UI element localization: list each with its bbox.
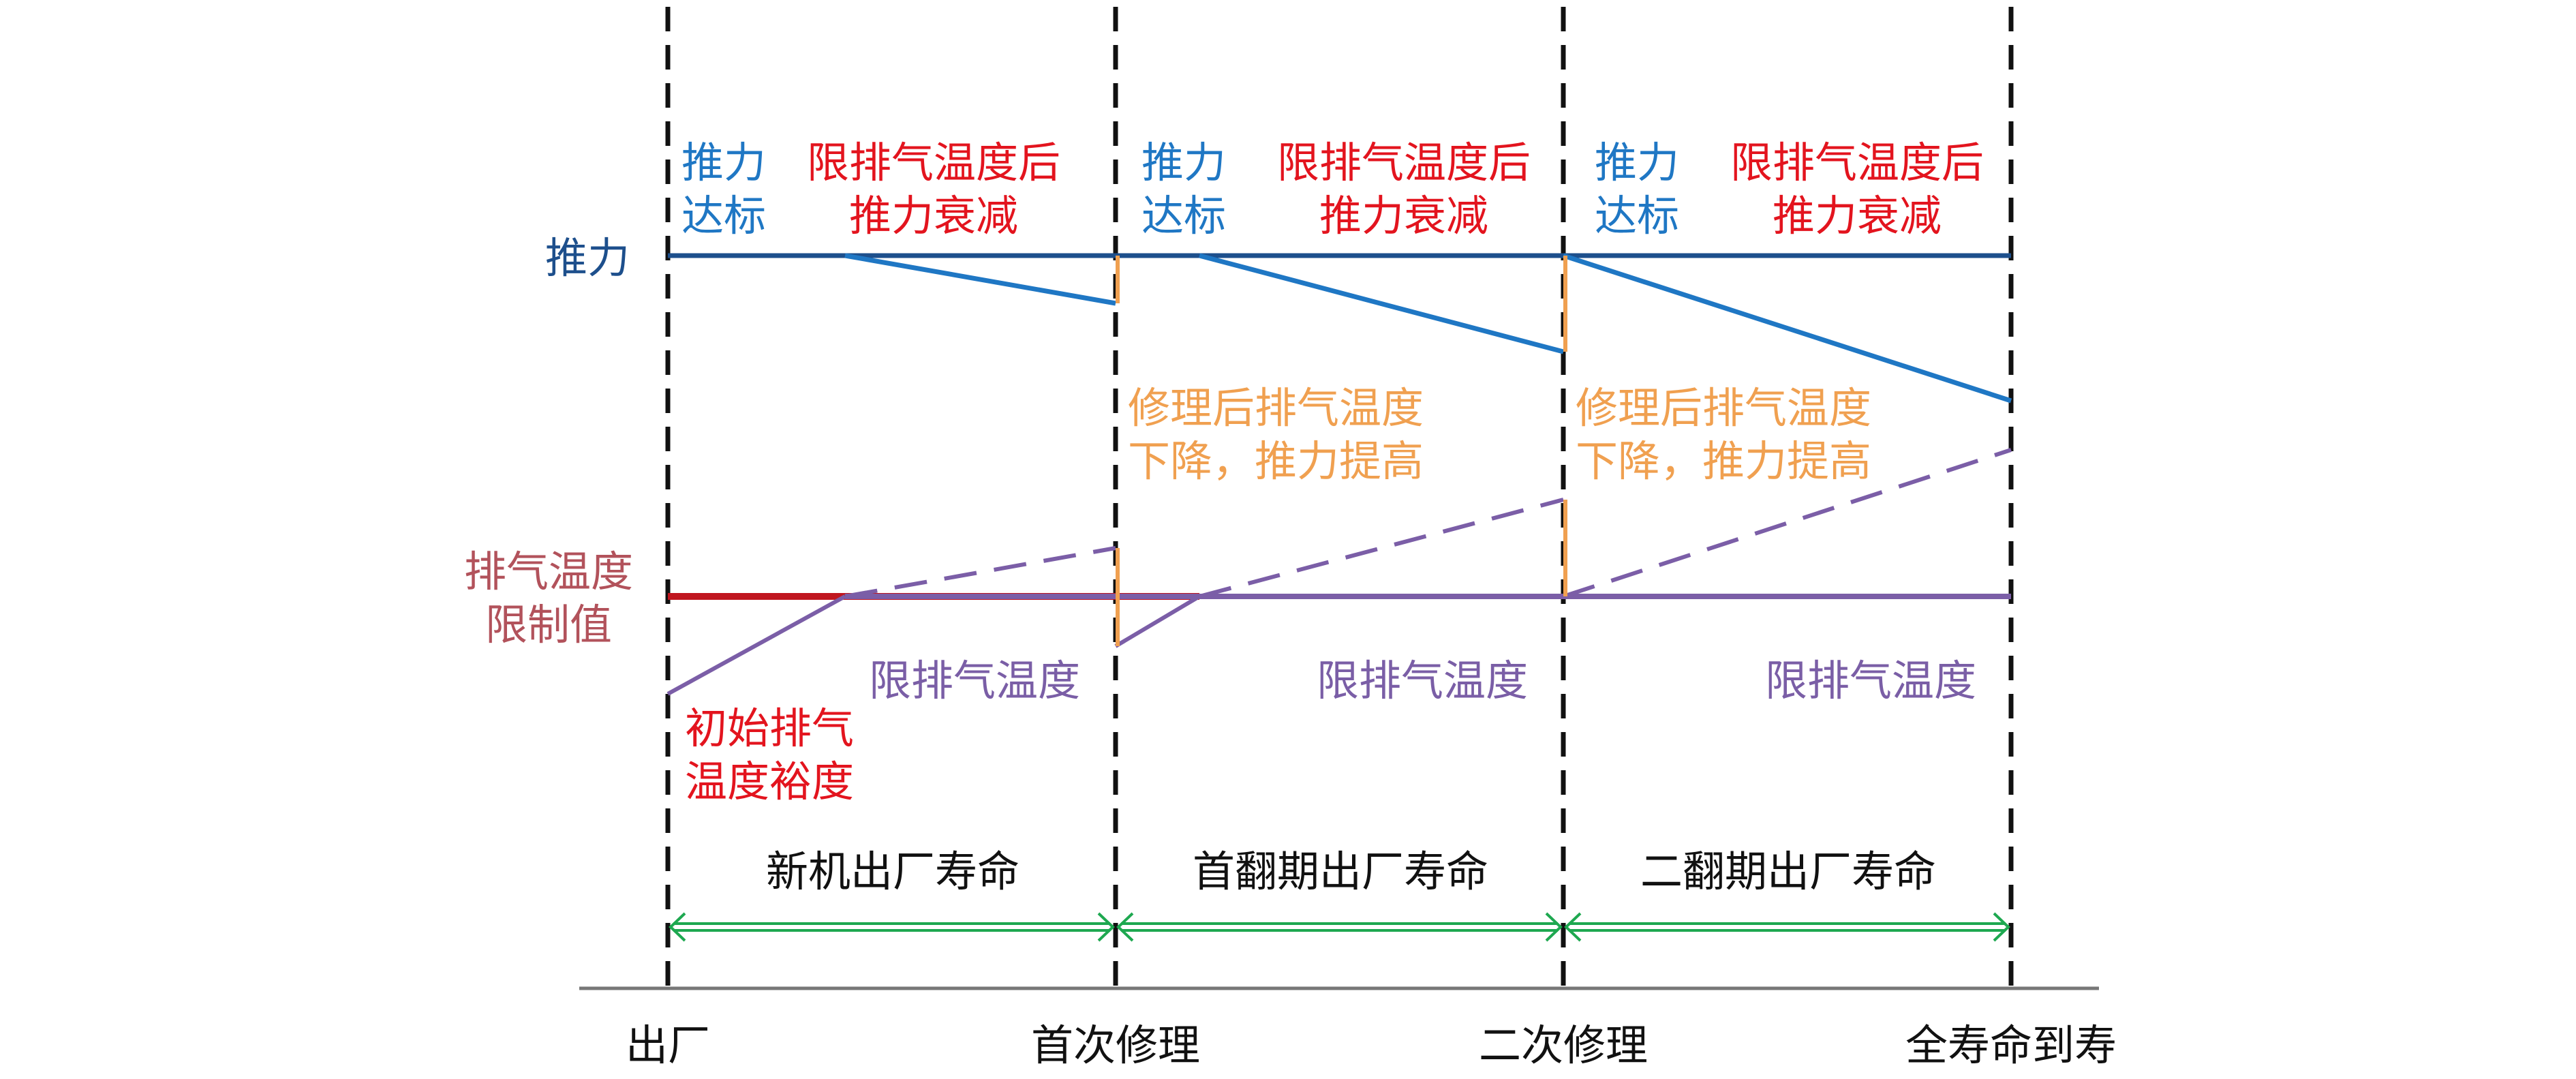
- initial-egt-margin-line-1: 初始排气: [685, 703, 855, 753]
- repair-note-1-line-1: 修理后排气温度: [1128, 383, 1424, 433]
- repair-note-2-line-2: 下降，推力提高: [1576, 436, 1872, 486]
- thrust-ok-label-2-line-2: 达标: [1141, 191, 1227, 241]
- life-label-2: 首翻期出厂寿命: [1192, 847, 1488, 896]
- egt-projected-3: [1563, 448, 2012, 598]
- thrust-ok-label-2: 推力 达标: [1141, 136, 1226, 243]
- egt-limited-label-3: 限排气温度: [1765, 656, 1977, 705]
- thrust-ok-label-3: 推力 达标: [1595, 136, 1679, 243]
- repair-note-2: 修理后排气温度 下降，推力提高: [1576, 382, 1871, 488]
- initial-egt-margin-label: 初始排气 温度裕度: [685, 702, 854, 808]
- thrust-decay-label-2-line-1: 限排气温度后: [1276, 138, 1531, 187]
- egt-limited-label-2: 限排气温度: [1317, 656, 1529, 705]
- thrust-ok-label-3-line-1: 推力: [1595, 138, 1680, 187]
- life-arrow-3: [1564, 912, 2010, 942]
- thrust-decay-line-1: [844, 253, 1116, 306]
- thrust-decay-line-2: [1199, 253, 1564, 354]
- egt-projected-1: [844, 546, 1116, 598]
- thrust-ok-label-1: 推力 达标: [681, 136, 766, 243]
- thrust-decay-label-3: 限排气温度后 推力衰减: [1714, 136, 2000, 243]
- life-arrow-1: [669, 912, 1115, 942]
- thrust-ok-label-1-line-1: 推力: [681, 138, 767, 187]
- x-label-factory: 出厂: [625, 1020, 710, 1070]
- thrust-decay-label-2: 限排气温度后 推力衰减: [1261, 136, 1547, 243]
- thrust-decay-label-1: 限排气温度后 推力衰减: [791, 136, 1077, 243]
- egt-rise-1: [666, 594, 846, 696]
- x-label-second-repair: 二次修理: [1478, 1020, 1648, 1070]
- egt-limit-axis-label-line-2: 限制值: [485, 600, 612, 650]
- thrust-ok-label-2-line-1: 推力: [1141, 138, 1227, 187]
- life-label-3: 二翻期出厂寿命: [1640, 847, 1936, 896]
- thrust-decay-label-3-line-2: 推力衰减: [1772, 191, 1942, 241]
- repair-note-1: 修理后排气温度 下降，推力提高: [1128, 382, 1424, 488]
- thrust-ok-label-1-line-2: 达标: [681, 191, 767, 241]
- egt-limit-axis-label-line-1: 排气温度: [463, 547, 633, 596]
- thrust-decay-label-2-line-2: 推力衰减: [1319, 191, 1488, 241]
- thrust-axis-label: 推力: [545, 233, 630, 283]
- egt-limit-axis-label: 排气温度 限制值: [457, 545, 641, 652]
- repair-note-2-line-1: 修理后排气温度: [1576, 383, 1872, 433]
- thrust-decay-label-1-line-2: 推力衰减: [848, 191, 1018, 241]
- life-arrow-2: [1116, 912, 1563, 942]
- x-label-end-of-life: 全寿命到寿: [1905, 1020, 2117, 1070]
- thrust-decay-line-3: [1562, 253, 2012, 404]
- egt-limited-label-1: 限排气温度: [869, 656, 1081, 705]
- life-label-1: 新机出厂寿命: [765, 847, 1019, 896]
- egt-rise-2: [1114, 594, 1201, 648]
- thrust-decay-label-1-line-1: 限排气温度后: [806, 138, 1060, 187]
- thrust-ok-label-3-line-2: 达标: [1595, 191, 1680, 241]
- repair-note-1-line-2: 下降，推力提高: [1128, 436, 1424, 486]
- thrust-decay-label-3-line-1: 限排气温度后: [1730, 138, 1984, 187]
- x-label-first-repair: 首次修理: [1030, 1020, 1200, 1070]
- initial-egt-margin-line-2: 温度裕度: [685, 757, 855, 806]
- egt-projected-2: [1199, 498, 1564, 598]
